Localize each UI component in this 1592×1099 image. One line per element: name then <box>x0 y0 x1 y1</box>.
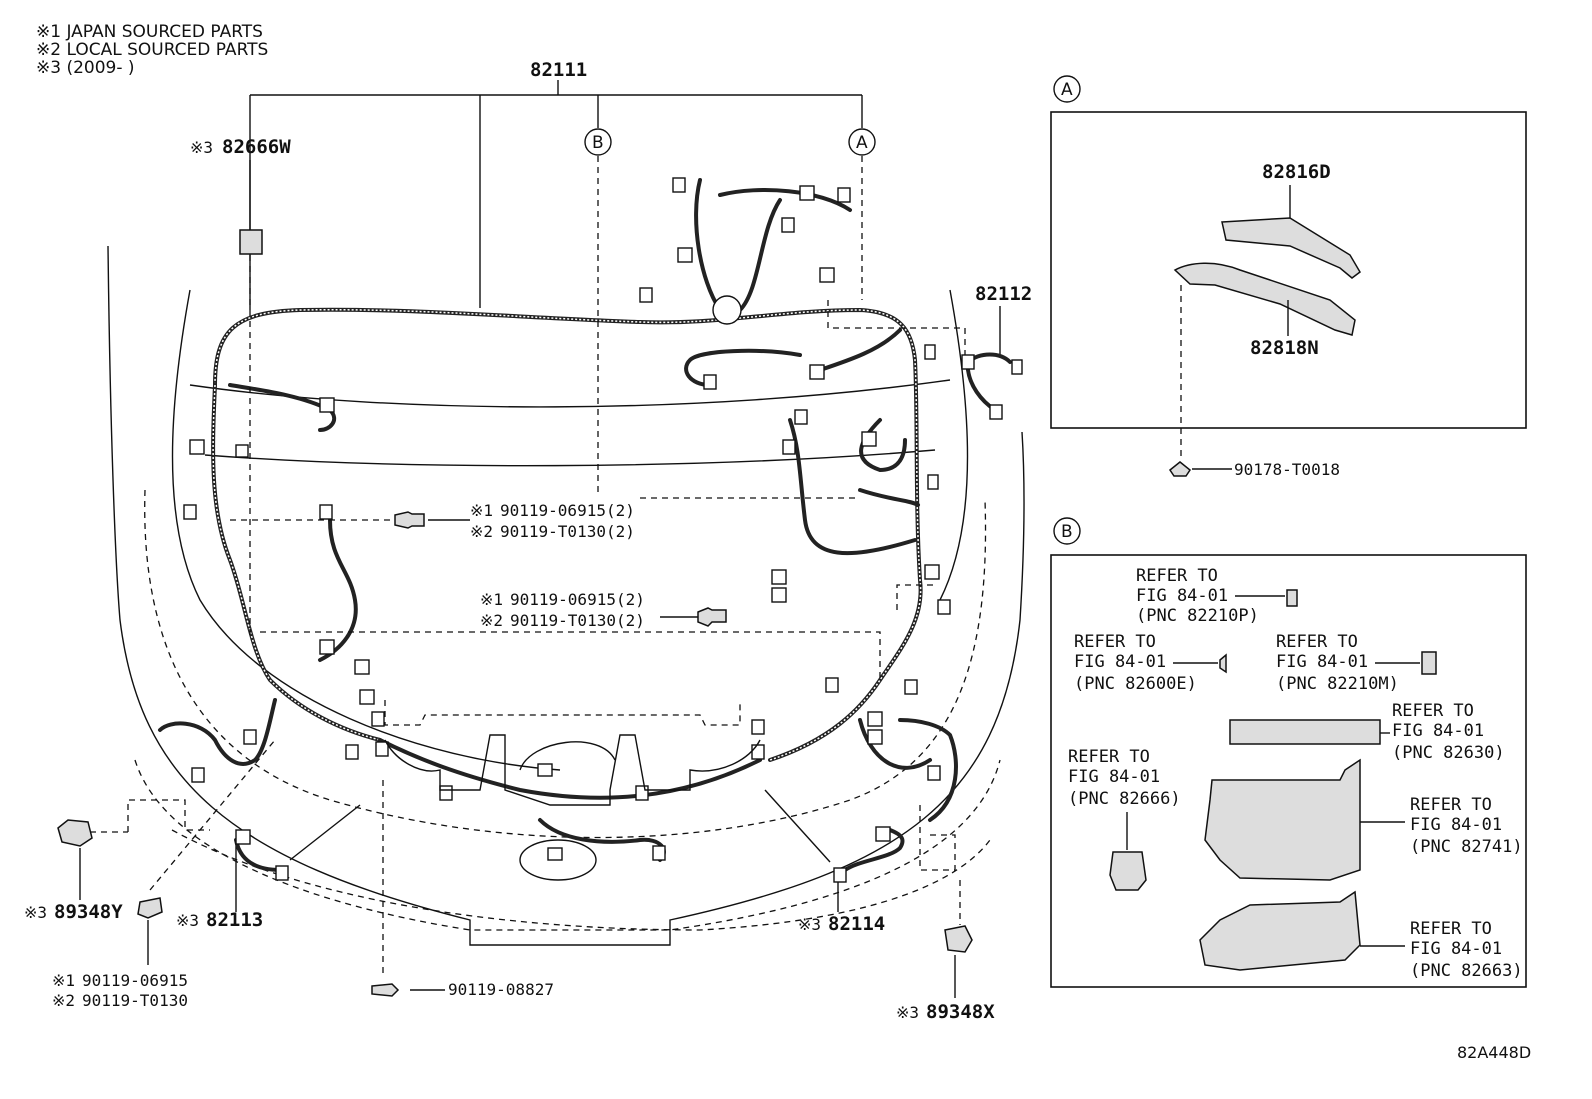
detail-a: A 82816D 82818N 90178-T0018 <box>1050 75 1527 479</box>
label-89348y[interactable]: 89348Y <box>54 901 123 923</box>
ref-82600e-l1: REFER TO <box>1074 632 1156 652</box>
detail-b-letter: B <box>1061 522 1073 542</box>
ref-82666-l3[interactable]: (PNC 82666) <box>1068 789 1181 809</box>
note-82113: ※3 <box>176 911 199 930</box>
note-clip-lower-1: ※1 <box>52 971 75 990</box>
legend-notes: ※1 JAPAN SOURCED PARTS ※2 LOCAL SOURCED … <box>36 22 268 78</box>
detail-b: B REFER TO FIG 84-01 (PNC 82210P) REFER … <box>1050 517 1527 988</box>
main-harness-82111[interactable] <box>158 177 958 881</box>
part-82741-icon <box>1204 758 1361 881</box>
note-82666w: ※3 <box>190 138 213 157</box>
ref-82663-l1: REFER TO <box>1410 919 1492 939</box>
label-89348x[interactable]: 89348X <box>926 1001 995 1023</box>
label-82114[interactable]: 82114 <box>828 913 885 935</box>
callout-b-circle <box>584 128 612 156</box>
part-82600e-icon <box>1219 653 1227 674</box>
note-clip-upper-2: ※2 <box>470 522 493 541</box>
callout-a-circle <box>848 128 876 156</box>
detail-a-letter: A <box>1061 80 1073 100</box>
part-82210p-icon <box>1286 589 1298 607</box>
note-clip-mid-2: ※2 <box>480 611 503 630</box>
ref-82630-l1: REFER TO <box>1392 701 1474 721</box>
figure-code: 82A448D <box>1457 1043 1531 1062</box>
ref-82741-l3[interactable]: (PNC 82741) <box>1410 837 1523 857</box>
note-clip-upper-1: ※1 <box>470 501 493 520</box>
radiator-support <box>384 700 761 806</box>
note-clip-lower-2: ※2 <box>52 991 75 1010</box>
label-82816d[interactable]: 82816D <box>1262 161 1331 183</box>
note-2: ※2 LOCAL SOURCED PARTS <box>36 40 268 60</box>
label-bolt-lower[interactable]: 90119-08827 <box>448 980 554 999</box>
ref-82663-l2: FIG 84-01 <box>1410 939 1502 959</box>
ref-82210p-l3[interactable]: (PNC 82210P) <box>1136 606 1259 626</box>
label-clip-lower-1[interactable]: 90119-06915 <box>82 971 188 990</box>
label-clip-lower-2[interactable]: 90119-T0130 <box>82 991 188 1010</box>
clip-90178-icon <box>1168 461 1192 477</box>
part-82630-icon <box>1229 719 1381 745</box>
note-clip-mid-1: ※1 <box>480 590 503 609</box>
ref-82210m-l2: FIG 84-01 <box>1276 652 1368 672</box>
label-clip-mid-2[interactable]: 90119-T0130(2) <box>510 611 645 630</box>
detail-a-box <box>1050 111 1527 429</box>
note-89348y: ※3 <box>24 903 47 922</box>
part-82666-icon <box>1109 851 1147 891</box>
part-82210m-icon <box>1421 651 1437 675</box>
label-82112[interactable]: 82112 <box>975 283 1032 305</box>
ref-82210m-l3[interactable]: (PNC 82210M) <box>1276 674 1399 694</box>
ref-82630-l2: FIG 84-01 <box>1392 721 1484 741</box>
label-82111[interactable]: 82111 <box>530 59 587 81</box>
ref-82600e-l3[interactable]: (PNC 82600E) <box>1074 674 1197 694</box>
detail-a-circle <box>1053 75 1081 103</box>
ref-82666-l1: REFER TO <box>1068 747 1150 767</box>
detail-b-box <box>1050 554 1527 988</box>
label-clip-upper-2[interactable]: 90119-T0130(2) <box>500 522 635 541</box>
label-clip-upper-1[interactable]: 90119-06915(2) <box>500 501 635 520</box>
ref-82210p-l1: REFER TO <box>1136 566 1218 586</box>
ref-82666-l2: FIG 84-01 <box>1068 767 1160 787</box>
protector-82816d[interactable] <box>1221 217 1361 279</box>
label-82666w[interactable]: 82666W <box>222 136 291 158</box>
label-82818n[interactable]: 82818N <box>1250 337 1319 359</box>
note-3: ※3 (2009- ) <box>36 58 135 78</box>
callout-b-letter: B <box>592 133 604 153</box>
label-90178-t0018[interactable]: 90178-T0018 <box>1234 460 1340 479</box>
ref-82630-l3[interactable]: (PNC 82630) <box>1392 743 1505 763</box>
label-82113[interactable]: 82113 <box>206 909 263 931</box>
leader-lines <box>57 80 1023 998</box>
clip-mid-icon <box>697 607 727 627</box>
ref-82741-l2: FIG 84-01 <box>1410 815 1502 835</box>
note-1: ※1 JAPAN SOURCED PARTS <box>36 22 263 42</box>
clip-upper-icon <box>394 511 425 529</box>
ref-82741-l1: REFER TO <box>1410 795 1492 815</box>
note-89348x: ※3 <box>896 1003 919 1022</box>
detail-b-circle <box>1053 517 1081 545</box>
ref-82210p-l2: FIG 84-01 <box>1136 586 1228 606</box>
part-82663-icon <box>1199 890 1361 971</box>
label-clip-mid-1[interactable]: 90119-06915(2) <box>510 590 645 609</box>
ref-82663-l3[interactable]: (PNC 82663) <box>1410 961 1523 981</box>
note-82114: ※3 <box>798 915 821 934</box>
ref-82210m-l1: REFER TO <box>1276 632 1358 652</box>
main-labels: 82111 B A ※3 82666W 82112 ※1 90119-06915… <box>24 59 1032 1023</box>
callout-a-letter: A <box>856 133 868 153</box>
ref-82600e-l2: FIG 84-01 <box>1074 652 1166 672</box>
protector-82818n[interactable] <box>1173 262 1356 336</box>
